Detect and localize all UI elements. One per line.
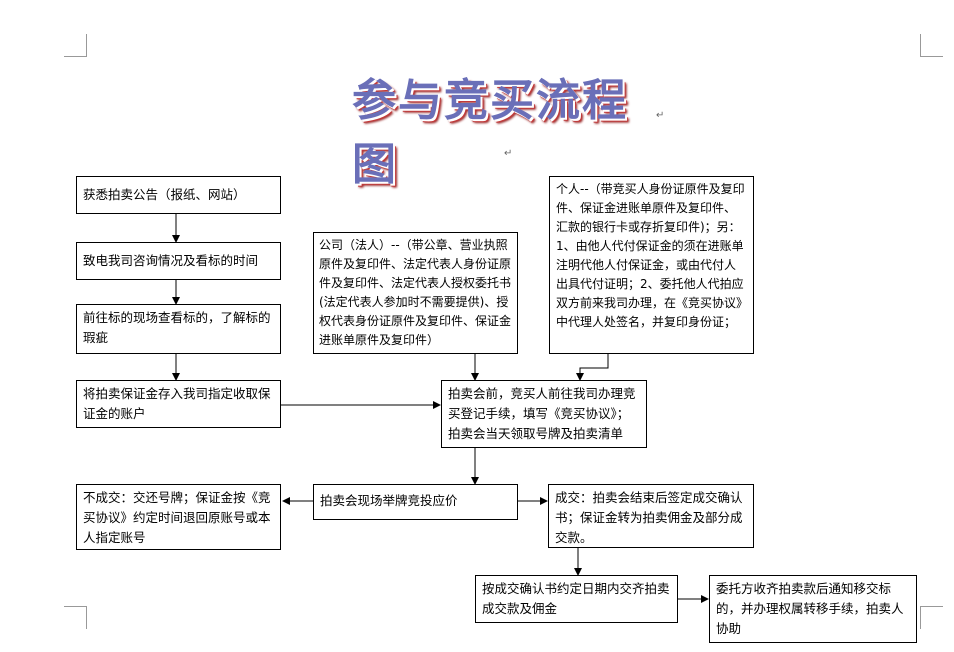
step-box-inspect: 前往标的现场查看标的，了解标的瑕疵 (76, 304, 281, 354)
step-box-transfer: 委托方收齐拍卖款后通知移交标的，并办理权属转移手续，拍卖人协助 (709, 575, 917, 643)
crop-mark-bottom-right (920, 606, 943, 629)
outcome-box-no-deal: 不成交：交还号牌；保证金按《竞买协议》约定时间退回原账号或本人指定账号 (76, 484, 281, 550)
step-box-registration: 拍卖会前，竞买人前往我司办理竞买登记手续，填写《竞买协议》；拍卖会当天领取号牌及… (441, 380, 647, 448)
requirements-box-individual: 个人--（带竞买人身份证原件及复印件、保证金进账单原件及复印件、汇款的银行卡或存… (549, 176, 754, 354)
paragraph-mark-title: ↵ (656, 110, 665, 121)
requirements-box-company: 公司（法人）--（带公章、营业执照原件及复印件、法定代表人身份证原件及复印件、法… (313, 232, 518, 354)
crop-mark-top-right (920, 34, 943, 57)
page-title: 参与竞买流程图 (352, 75, 628, 190)
step-box-deposit: 将拍卖保证金存入我司指定收取保证金的账户 (76, 380, 281, 428)
step-box-payment: 按成交确认书约定日期内交齐拍卖成交款及佣金 (475, 575, 678, 623)
arrow-individual-registration (576, 354, 609, 381)
step-box-bidding: 拍卖会现场举牌竞投应价 (313, 484, 518, 520)
outcome-box-deal: 成交：拍卖会结束后签定成交确认书；保证金转为拍卖佣金及部分成交款。 (548, 484, 754, 548)
crop-mark-bottom-left (64, 606, 87, 629)
step-box-announcement: 获悉拍卖公告（报纸、网站） (76, 176, 281, 214)
paragraph-mark-blank: ↵ (504, 148, 513, 159)
step-box-consult: 致电我司咨询情况及看标的时间 (76, 242, 281, 280)
crop-mark-top-left (64, 34, 87, 57)
